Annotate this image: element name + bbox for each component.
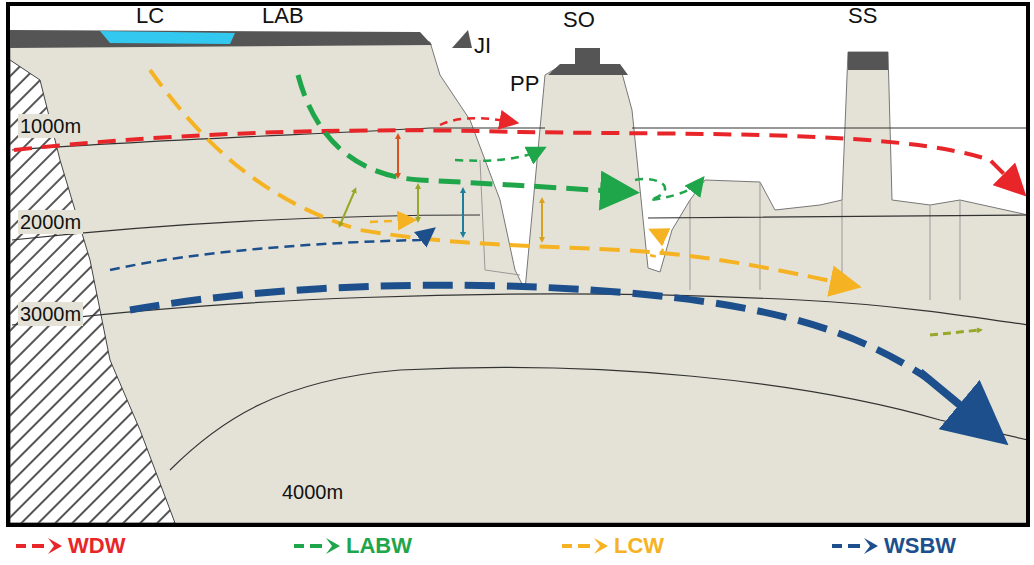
site-label: JI	[474, 34, 491, 58]
legend-text: LCW	[614, 533, 664, 559]
legend-sample	[292, 536, 344, 556]
legend-sample	[830, 536, 882, 556]
depth-label: 3000m	[18, 302, 83, 326]
legend-text: WSBW	[884, 533, 956, 559]
site-label: SO	[563, 8, 595, 32]
site-label: SS	[848, 4, 877, 28]
site-label: PP	[510, 72, 539, 96]
legend-sample	[560, 536, 612, 556]
site-label: LAB	[262, 4, 304, 28]
depth-label: 4000m	[280, 480, 345, 504]
legend-text: LABW	[346, 533, 412, 559]
site-label: LC	[136, 4, 164, 28]
legend-text: WDW	[68, 533, 125, 559]
legend-sample	[14, 536, 66, 556]
depth-label: 1000m	[18, 114, 83, 138]
depth-label: 2000m	[18, 210, 83, 234]
